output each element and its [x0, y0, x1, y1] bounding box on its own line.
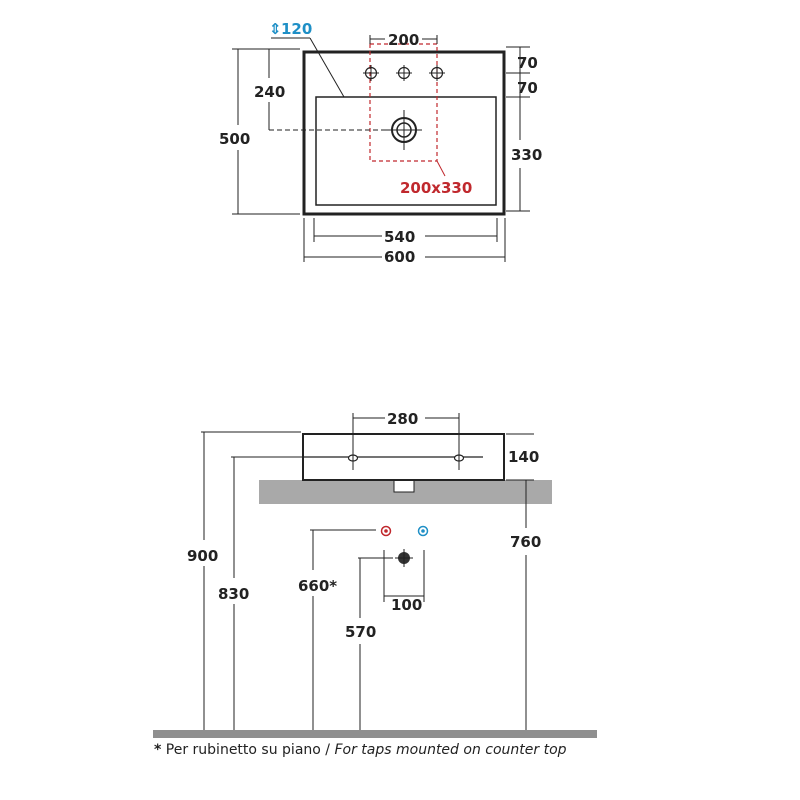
bowl-depth-leader [309, 37, 345, 98]
dim-hole-spacing [352, 413, 460, 470]
bowl-depth-symbol: ⇕ [269, 20, 282, 38]
dim-feed-spacing-label: 100 [391, 596, 422, 614]
hot-water-feed [380, 525, 392, 537]
top-view: 200x330 [219, 20, 542, 266]
dim-basin-height-label: 140 [508, 448, 539, 466]
cold-water-feed [417, 525, 429, 537]
dim-basin-height [506, 433, 534, 481]
bowl-depth-label: 120 [281, 20, 312, 38]
dim-tap-spacing [369, 35, 438, 44]
drain-top [386, 110, 422, 150]
side-view: 280 140 760 900 830 660 [153, 410, 597, 738]
footnote-english: For taps mounted on counter top [334, 742, 567, 758]
waste-outlet [395, 549, 413, 567]
dim-inner-width-label: 540 [384, 228, 415, 246]
dim-drain-offset-label: 240 [254, 83, 285, 101]
dim-tap-feed-height-label: 660* [298, 577, 337, 595]
basin-inner-outline [315, 96, 497, 206]
dim-rim-to-floor-label: 830 [218, 585, 249, 603]
dim-drain-height [358, 557, 393, 730]
tap-hole-left [363, 65, 379, 81]
dim-right-chain [506, 46, 530, 212]
dim-inner-width [313, 218, 498, 242]
tap-zone-outline [369, 43, 438, 162]
dim-drain-height-label: 570 [345, 623, 376, 641]
dim-rim-to-floor [231, 456, 303, 730]
dim-overall-width [303, 218, 506, 262]
floor [153, 730, 597, 738]
dim-tap-spacing-label: 200 [388, 31, 419, 49]
dim-total-height-label: 900 [187, 547, 218, 565]
tap-zone-leader [436, 160, 446, 177]
dim-overall-depth [232, 48, 300, 215]
dim-total-height [201, 431, 301, 730]
drain-waste [393, 479, 415, 493]
dim-tap-zone-depth-label: 330 [511, 146, 542, 164]
dim-feed-spacing [383, 550, 425, 602]
footnote-italian: Per rubinetto su piano / [165, 742, 331, 758]
basin-outer-outline [302, 50, 506, 216]
dim-top-to-tap-label: 70 [517, 54, 538, 72]
tap-hole-center [396, 65, 412, 81]
footnote: * Per rubinetto su piano / For taps moun… [154, 742, 754, 758]
tap-hole-right [429, 65, 445, 81]
dim-tap-to-rim-label: 70 [517, 79, 538, 97]
footnote-star: * [154, 742, 162, 758]
dim-counter-height-label: 760 [510, 533, 541, 551]
dim-overall-depth-label: 500 [219, 130, 250, 148]
dim-tap-feed-height [310, 529, 376, 730]
dim-overall-width-label: 600 [384, 248, 415, 266]
dim-hole-spacing-label: 280 [387, 410, 418, 428]
tap-zone-label: 200x330 [400, 179, 472, 197]
